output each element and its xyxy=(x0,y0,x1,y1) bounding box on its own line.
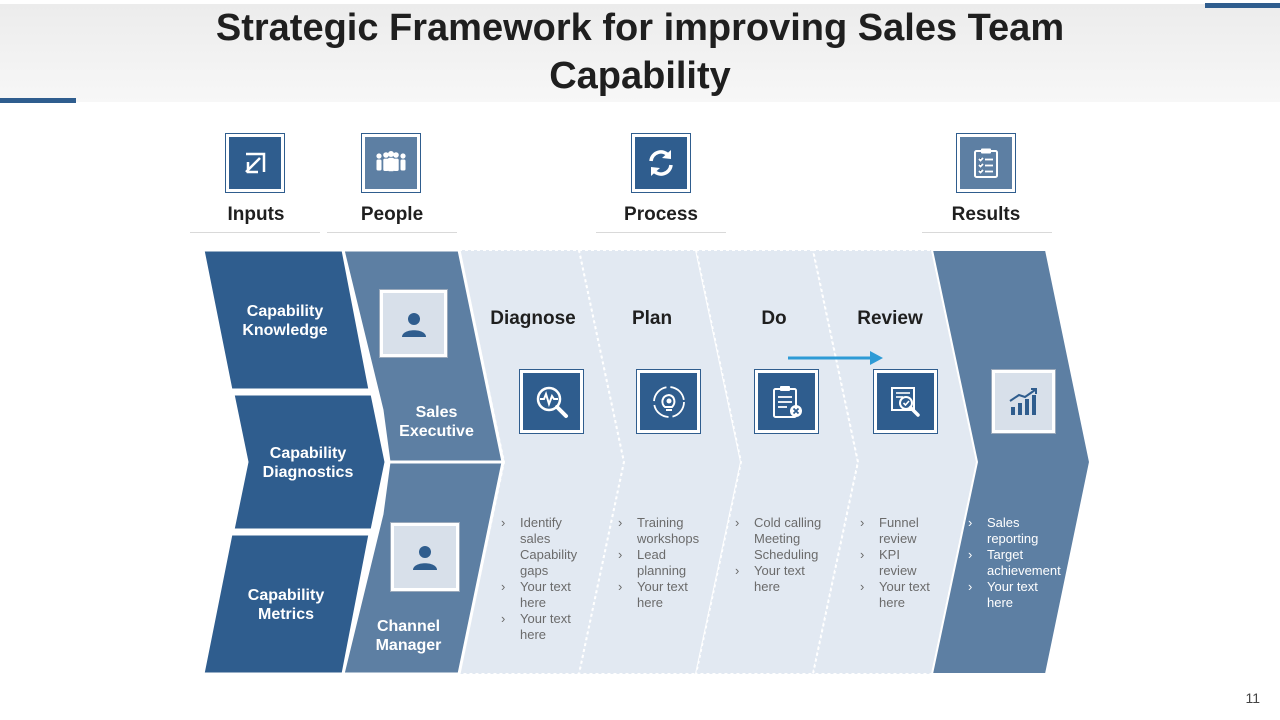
plan-icon-box xyxy=(636,369,701,434)
slide-title: Strategic Framework for improving Sales … xyxy=(215,7,1065,97)
bullet-item: Training workshops xyxy=(618,515,708,547)
do-icon-box xyxy=(754,369,819,434)
bullet-item: Identify sales Capability gaps xyxy=(501,515,591,579)
bullet-item: Your text here xyxy=(860,579,940,611)
flow-arrow-head xyxy=(870,351,883,365)
input-shape-metrics xyxy=(201,532,372,676)
bullet-item: Your text here xyxy=(501,579,591,611)
page-number: 11 xyxy=(1245,690,1260,706)
results-icon-box xyxy=(991,369,1056,434)
channel-manager-avatar-box xyxy=(390,522,460,592)
stage-title-do: Do xyxy=(761,308,787,329)
checklist-icon xyxy=(772,385,802,418)
clipboard-icon xyxy=(974,148,998,178)
header-band xyxy=(0,4,1280,102)
review-search-icon xyxy=(890,386,920,417)
results-header-icon-box xyxy=(956,133,1016,193)
people-label-sales-executive: Sales Executive xyxy=(399,404,474,440)
stage-title-diagnose: Diagnose xyxy=(490,308,576,329)
bullet-item: Your text here xyxy=(968,579,1063,611)
results-column-label: Results xyxy=(951,204,1021,225)
bullets-plan: Training workshops Lead planning Your te… xyxy=(618,515,708,611)
bullet-item: Lead planning xyxy=(618,547,708,579)
people-header-icon-box xyxy=(361,133,421,193)
stage-title-review: Review xyxy=(857,308,923,329)
input-label-diagnostics: Capability Diagnostics xyxy=(262,445,354,481)
stage-title-plan: Plan xyxy=(631,308,673,329)
process-underline xyxy=(596,232,726,233)
inputs-header-icon-box xyxy=(225,133,285,193)
review-icon-box xyxy=(873,369,938,434)
people-label-channel-manager: Channel Manager xyxy=(375,618,442,654)
inputs-underline xyxy=(190,232,320,233)
inputs-column-label: Inputs xyxy=(227,204,285,225)
bullet-item: KPI review xyxy=(860,547,940,579)
bar-chart-icon xyxy=(1008,387,1037,415)
team-icon xyxy=(376,151,406,172)
people-column-label: People xyxy=(360,204,424,225)
bullet-item: Your text here xyxy=(735,563,825,595)
refresh-icon xyxy=(649,150,673,176)
bullets-diagnose: Identify sales Capability gaps Your text… xyxy=(501,515,591,643)
accent-bar-right xyxy=(1205,3,1280,8)
accent-bar-left xyxy=(0,98,76,103)
bullet-item: Target achievement xyxy=(968,547,1063,579)
input-shape-knowledge xyxy=(201,248,372,392)
sales-executive-avatar-box xyxy=(379,289,448,358)
bullet-item: Cold calling Meeting Scheduling xyxy=(735,515,825,563)
bullets-review: Funnel review KPI review Your text here xyxy=(860,515,940,611)
diagnose-icon-box xyxy=(519,369,584,434)
input-shape-diagnostics xyxy=(231,392,388,532)
results-underline xyxy=(922,232,1052,233)
bullet-item: Your text here xyxy=(618,579,708,611)
people-underline xyxy=(327,232,457,233)
input-label-knowledge: Capability Knowledge xyxy=(242,303,328,339)
bullet-item: Your text here xyxy=(501,611,591,643)
arrow-in-icon xyxy=(245,152,266,174)
lightbulb-gear-icon xyxy=(652,385,685,418)
magnify-pulse-icon xyxy=(536,386,568,418)
user-icon xyxy=(413,546,437,570)
bullet-item: Funnel review xyxy=(860,515,940,547)
bullets-do: Cold calling Meeting Scheduling Your tex… xyxy=(735,515,825,595)
bullet-item: Sales reporting xyxy=(968,515,1063,547)
user-icon xyxy=(401,312,426,337)
process-column-label: Process xyxy=(624,204,698,225)
input-label-metrics: Capability Metrics xyxy=(247,587,325,623)
process-header-icon-box xyxy=(631,133,691,193)
bullets-results: Sales reporting Target achievement Your … xyxy=(968,515,1063,611)
